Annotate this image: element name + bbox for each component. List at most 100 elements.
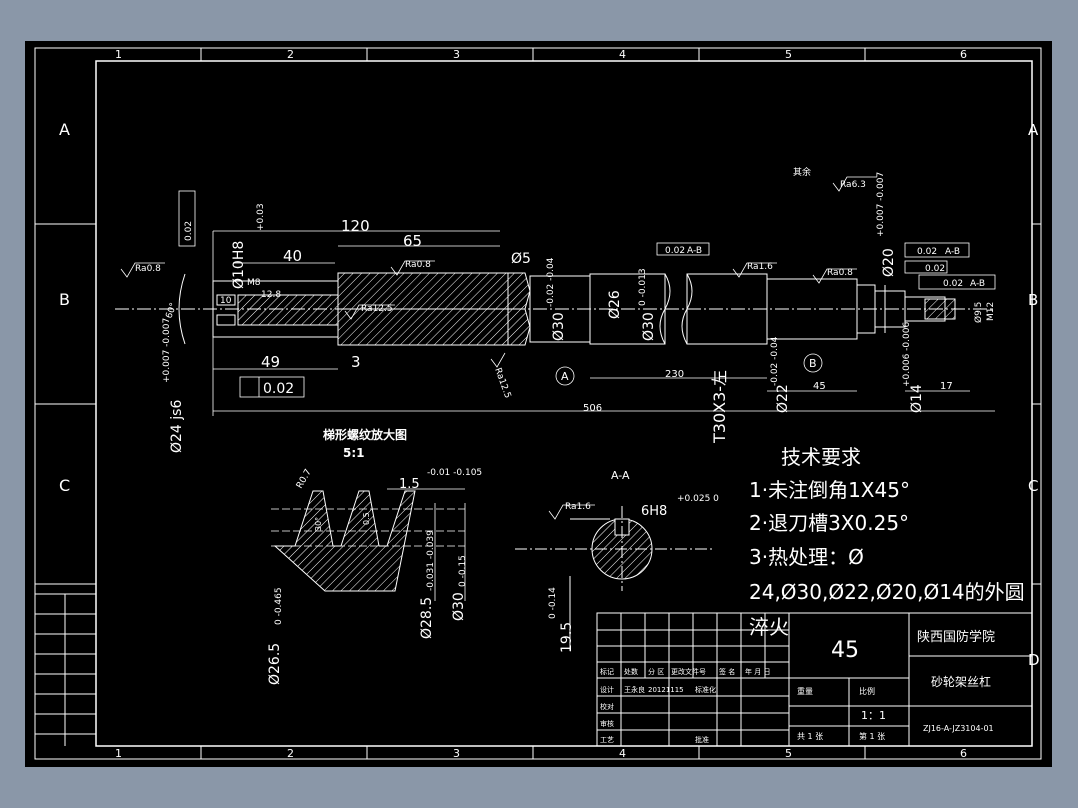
- ra-63: Ra6.3: [840, 180, 866, 190]
- ra-125: Ra12.5: [361, 304, 393, 314]
- detail-d26-tol: 0 -0.465: [274, 587, 284, 625]
- dim-d10h8: Ø10H8: [231, 241, 247, 289]
- dim-d20-tol: +0.007 -0.007: [876, 172, 886, 237]
- section-depth-tol: 0 -0.14: [548, 587, 558, 619]
- detail-pitch: 1.5: [399, 477, 420, 492]
- dim-d10h8-tol: +0.03: [256, 203, 266, 231]
- ra-125-lower: Ra12.5: [492, 367, 512, 400]
- engineering-drawing: 1 2 3 4 5 6 1 2 3 4 5 6 A B C A B C D: [34, 47, 1042, 760]
- outer-frame: [34, 47, 1042, 760]
- col-label-6-bottom: 6: [960, 747, 967, 760]
- tb-row-change: 更改文件号: [671, 667, 706, 676]
- tb-weight-label: 重量: [797, 686, 813, 696]
- dim-d30b-tol: 0 -0.013: [638, 268, 648, 306]
- col-label-6: 6: [960, 48, 967, 61]
- dim-d24js6: Ø24 js6: [169, 400, 185, 453]
- section-a-a: [515, 506, 715, 651]
- tech-req-2: 2·退刀槽3X0.25°: [749, 511, 909, 535]
- dim-d20: Ø20: [881, 248, 897, 277]
- tb-row-sign: 签 名: [719, 667, 735, 676]
- section-key: 6H8: [641, 504, 667, 519]
- tb-row-zone: 分 区: [648, 667, 664, 676]
- tb-drawing-no: ZJ16-A-JZ3104-01: [923, 724, 994, 733]
- tech-req-3: 3·热处理：Ø: [749, 545, 864, 569]
- dim-d14-tol: +0.006 -0.006: [902, 322, 912, 387]
- col-label-5-bottom: 5: [785, 747, 792, 760]
- dim-17: 17: [940, 381, 953, 392]
- tb-review-label: 审核: [600, 719, 614, 728]
- dim-45: 45: [813, 381, 826, 392]
- row-label-d-right: D: [1028, 651, 1040, 669]
- tb-school: 陕西国防学院: [917, 629, 995, 645]
- dim-m8: M8: [247, 278, 261, 288]
- tb-part-name: 砂轮架丝杠: [931, 674, 991, 689]
- detail-angle: 30°: [314, 517, 323, 531]
- dim-60deg: 60°: [164, 302, 179, 320]
- tb-design-date: 20121115: [648, 686, 684, 694]
- dim-d22: Ø22: [775, 384, 791, 413]
- tb-material: 45: [831, 638, 859, 663]
- dim-d14: Ø14: [909, 384, 925, 413]
- dim-d30b: Ø30: [641, 312, 657, 341]
- runout-r1-value: 0.02: [917, 247, 937, 257]
- detail-d28-tol: -0.031 -0.039: [426, 530, 436, 591]
- section-ra: Ra1.6: [565, 502, 591, 512]
- runout-mid-ref: A-B: [687, 246, 702, 256]
- dim-m12: M12: [986, 302, 996, 321]
- detail-radius: R0.7: [295, 468, 314, 491]
- col-label-1-bottom: 1: [115, 747, 122, 760]
- dim-120: 120: [341, 217, 370, 235]
- tb-row-marker: 标记: [600, 667, 614, 676]
- ra-16: Ra1.6: [747, 262, 773, 272]
- runout-mid-value: 0.02: [665, 246, 685, 256]
- dim-3: 3: [351, 353, 361, 371]
- detail-pitch-tol: -0.01 -0.105: [427, 468, 482, 478]
- tech-req-4: 24,Ø30,Ø22,Ø20,Ø14的外圆: [749, 580, 1025, 604]
- col-label-2-bottom: 2: [287, 747, 294, 760]
- row-label-a: A: [59, 120, 70, 139]
- title-block: [596, 612, 1033, 747]
- datum-b: B: [809, 357, 817, 370]
- col-label-3-bottom: 3: [453, 747, 460, 760]
- col-label-2: 2: [287, 48, 294, 61]
- dim-40: 40: [283, 247, 302, 265]
- tech-req-1: 1·未注倒角1X45°: [749, 478, 910, 502]
- col-label-1: 1: [115, 48, 122, 61]
- tb-sheet-total: 共 1 张: [797, 732, 823, 741]
- detail-title: 梯形螺纹放大图: [323, 427, 407, 442]
- dim-230: 230: [665, 369, 684, 380]
- tb-process-label: 工艺: [600, 736, 614, 744]
- detail-d30-tol: 0 -0.15: [458, 555, 468, 587]
- ra-left: Ra0.8: [135, 264, 161, 274]
- tb-row-date: 年 月 日: [745, 667, 770, 676]
- dim-d24-tol: +0.007 -0.007: [162, 318, 172, 383]
- tech-req-title: 技术要求: [781, 445, 861, 469]
- tb-row-count: 处数: [624, 667, 638, 676]
- detail-d28-5: Ø28.5: [419, 597, 435, 639]
- col-label-4: 4: [619, 48, 626, 61]
- tb-designer-label: 设计: [600, 685, 614, 694]
- tb-designer: 王永良: [624, 685, 645, 694]
- col-label-4-bottom: 4: [619, 747, 626, 760]
- detail-width: 0.5: [362, 512, 371, 525]
- dim-10: 10: [220, 296, 232, 306]
- row-label-b-right: B: [1028, 291, 1038, 309]
- ra-thread: Ra0.8: [405, 260, 431, 270]
- runout-r3-value: 0.02: [943, 279, 963, 289]
- tb-scale-label: 比例: [859, 686, 875, 696]
- dim-d22-tol: -0.02 -0.04: [770, 336, 780, 386]
- detail-d30: Ø30: [451, 592, 467, 621]
- row-label-c-right: C: [1028, 477, 1038, 495]
- ra-right: Ra0.8: [827, 268, 853, 278]
- tb-sheet-num: 第 1 张: [859, 731, 885, 741]
- row-label-a-right: A: [1028, 121, 1039, 139]
- section-depth: 19.5: [559, 622, 575, 653]
- runout-r3-ref: A-B: [970, 279, 985, 289]
- datum-a: A: [561, 370, 569, 383]
- col-label-3: 3: [453, 48, 460, 61]
- dim-65: 65: [403, 232, 422, 250]
- dim-thread: T30X3-左: [710, 370, 729, 444]
- runout-r1-ref: A-B: [945, 247, 960, 257]
- ra-rest-label: 其余: [793, 166, 811, 178]
- detail-thread-profile: [273, 490, 416, 592]
